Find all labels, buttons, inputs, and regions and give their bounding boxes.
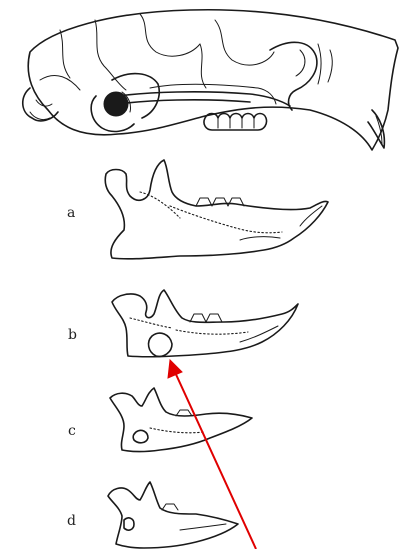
mandible-d — [108, 482, 238, 548]
mandible-a — [105, 160, 328, 259]
label-a: a — [67, 206, 75, 220]
mandible-b — [112, 290, 298, 357]
label-c: c — [68, 424, 76, 438]
skull-lateral-view — [23, 10, 398, 150]
label-b: b — [68, 328, 77, 342]
mandible-c — [110, 388, 252, 452]
red-pointer-arrow — [168, 360, 256, 549]
label-d: d — [67, 514, 76, 528]
